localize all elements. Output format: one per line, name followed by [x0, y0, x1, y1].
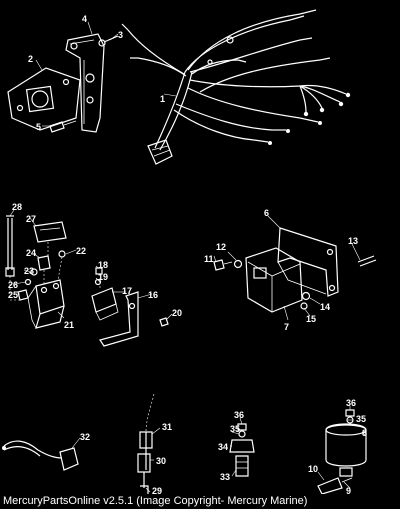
- label-5: 5: [36, 122, 41, 132]
- label-32: 32: [80, 432, 90, 442]
- label-17: 17: [122, 286, 132, 296]
- label-2: 2: [28, 54, 33, 64]
- image-caption: MercuryPartsOnline v2.5.1 (Image Copyrig…: [3, 495, 308, 507]
- label-14: 14: [320, 302, 330, 312]
- label-25: 25: [8, 290, 18, 300]
- label-9: 9: [346, 486, 351, 494]
- bracket-assembly: [7, 33, 119, 133]
- label-30: 30: [156, 456, 166, 466]
- switch-33-36: [229, 423, 255, 477]
- label-18: 18: [98, 260, 108, 270]
- label-21: 21: [64, 320, 74, 330]
- label-20: 20: [172, 308, 182, 318]
- label-34: 34: [218, 442, 228, 452]
- label-26: 26: [8, 280, 18, 290]
- label-13: 13: [348, 236, 358, 246]
- part-labels: 1 2 3 4 5 6 7 8 9 10 11 12 13 14 15 16 1…: [8, 14, 367, 494]
- label-27: 27: [26, 214, 36, 224]
- label-33: 33: [220, 472, 230, 482]
- label-36-switch: 36: [234, 410, 244, 420]
- label-31: 31: [162, 422, 172, 432]
- label-8: 8: [362, 428, 367, 438]
- label-16: 16: [148, 290, 158, 300]
- solenoid-assembly: [5, 215, 67, 329]
- label-12: 12: [216, 242, 226, 252]
- label-3: 3: [118, 30, 123, 40]
- module-assembly: [213, 227, 377, 313]
- label-19: 19: [98, 272, 108, 282]
- sender-8-9-10: [317, 409, 367, 494]
- label-10: 10: [308, 464, 318, 474]
- label-28: 28: [12, 202, 22, 212]
- sensor-lead-32: [2, 440, 79, 471]
- label-29: 29: [152, 486, 162, 494]
- label-11: 11: [204, 254, 214, 264]
- leader-lines: [9, 21, 367, 493]
- label-7: 7: [284, 322, 289, 332]
- label-36-sender: 36: [346, 398, 356, 408]
- label-35-switch: 35: [230, 424, 240, 434]
- parts-diagram: 1 2 3 4 5 6 7 8 9 10 11 12 13 14 15 16 1…: [2, 9, 377, 494]
- label-22: 22: [76, 246, 86, 256]
- label-24: 24: [26, 248, 36, 258]
- wiring-harness: [121, 9, 351, 165]
- label-35-sender: 35: [356, 414, 366, 424]
- relay-assembly: [91, 267, 169, 347]
- cable-29-30-31: [137, 393, 155, 494]
- label-1: 1: [160, 94, 165, 104]
- label-4: 4: [82, 14, 87, 24]
- label-6: 6: [264, 208, 269, 218]
- label-15: 15: [306, 314, 316, 324]
- label-23: 23: [24, 266, 34, 276]
